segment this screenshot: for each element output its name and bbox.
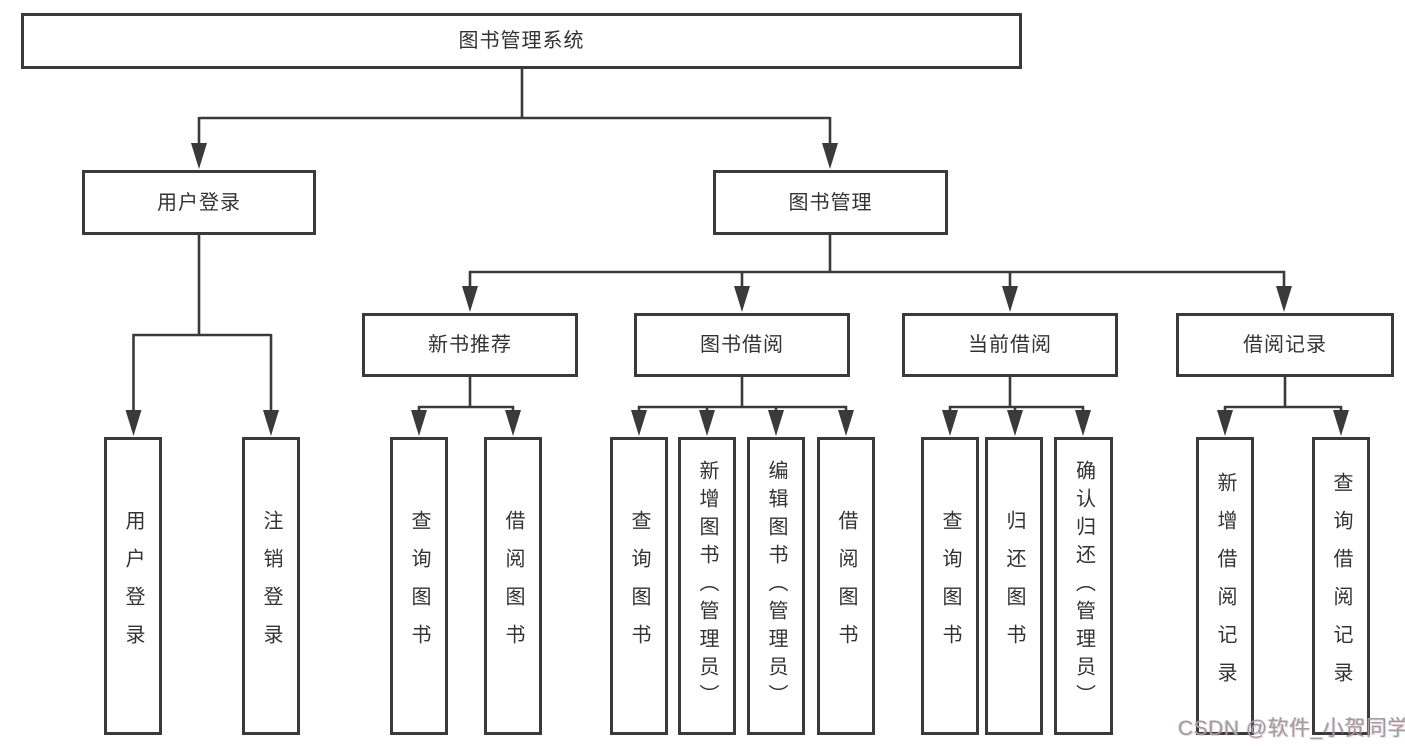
node-current-borrow: 当前借阅	[902, 313, 1118, 377]
node-user-login-label: 用户登录	[157, 191, 241, 214]
node-borrow-records-label: 借阅记录	[1243, 334, 1327, 356]
node-borrow-records: 借阅记录	[1176, 313, 1394, 377]
leaf-newbook-borrow-book: 借阅图书	[484, 437, 542, 735]
leaf-user-login: 用户登录	[104, 437, 162, 735]
node-book-borrow-label: 图书借阅	[700, 334, 784, 356]
leaf-logout: 注销登录	[242, 437, 300, 735]
node-book-management-label: 图书管理	[788, 191, 873, 214]
leaf-borrow-query-book-label: 查询图书	[628, 510, 650, 662]
leaf-borrow-query-book: 查询图书	[610, 437, 668, 735]
leaf-borrow-book: 借阅图书	[817, 437, 875, 735]
leaf-return-book-label: 归还图书	[1003, 510, 1025, 662]
csdn-watermark: CSDN @软件_小贺同学	[1178, 717, 1405, 740]
node-book-borrow: 图书借阅	[634, 313, 850, 377]
leaf-return-book: 归还图书	[985, 437, 1043, 735]
leaf-logout-label: 注销登录	[260, 510, 282, 662]
node-root: 图书管理系统	[21, 13, 1022, 69]
leaf-query-borrow-record-label: 查询借阅记录	[1330, 472, 1352, 700]
leaf-add-borrow-record: 新增借阅记录	[1196, 437, 1254, 735]
leaf-add-borrow-record-label: 新增借阅记录	[1214, 472, 1236, 700]
leaf-borrow-book-label: 借阅图书	[835, 510, 857, 662]
node-new-book-recommend-label: 新书推荐	[428, 334, 512, 356]
leaf-current-query-book: 查询图书	[921, 437, 979, 735]
leaf-confirm-return-admin: 确认归还（管理员）	[1054, 437, 1113, 735]
leaf-add-book-admin: 新增图书（管理员）	[678, 437, 736, 735]
leaf-edit-book-admin: 编辑图书（管理员）	[747, 437, 805, 735]
leaf-newbook-query-book-label: 查询图书	[408, 510, 430, 662]
leaf-add-book-admin-label: 新增图书（管理员）	[696, 460, 718, 712]
leaf-newbook-borrow-book-label: 借阅图书	[502, 510, 524, 662]
leaf-current-query-book-label: 查询图书	[939, 510, 961, 662]
node-user-login: 用户登录	[82, 170, 316, 235]
node-current-borrow-label: 当前借阅	[968, 334, 1052, 356]
leaf-edit-book-admin-label: 编辑图书（管理员）	[765, 460, 787, 712]
leaf-confirm-return-admin-label: 确认归还（管理员）	[1072, 460, 1095, 712]
leaf-query-borrow-record: 查询借阅记录	[1312, 437, 1370, 735]
node-new-book-recommend: 新书推荐	[362, 313, 578, 377]
leaf-user-login-label: 用户登录	[122, 510, 144, 662]
node-book-management: 图书管理	[713, 170, 948, 235]
node-root-label: 图书管理系统	[458, 30, 585, 52]
leaf-newbook-query-book: 查询图书	[390, 437, 448, 735]
